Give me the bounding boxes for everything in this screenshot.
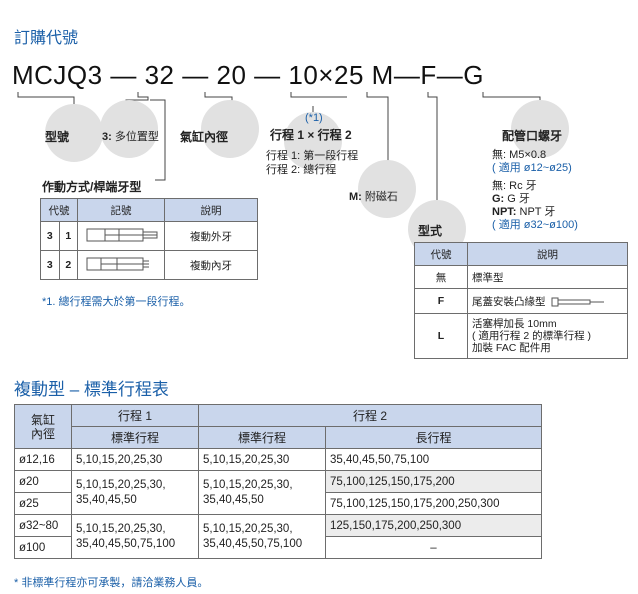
- model-code-port: G: [463, 60, 484, 90]
- order-code-title: 訂購代號: [14, 30, 79, 47]
- port-rc: Rc 牙: [506, 180, 537, 192]
- model-label: 型號: [45, 130, 70, 144]
- bore-circle: [201, 100, 259, 158]
- stroke-footnote: * 非標準行程亦可承製，請洽業務人員。: [14, 577, 209, 589]
- note-ref: (*1): [305, 112, 323, 124]
- table-row: L 活塞桿加長 10mm ( 適用行程 2 的標準行程 ) 加裝 FAC 配件用: [414, 313, 628, 359]
- position-circle: [100, 100, 158, 158]
- type-table: 代號 說明 無 標準型 F 尾蓋安裝凸緣型 L 活塞桿加長 10mm ( 適用行…: [414, 242, 628, 359]
- table-row: 無 標準型: [414, 265, 628, 289]
- model-code-type: F: [420, 60, 437, 90]
- bore-label: 氣缸內徑: [180, 130, 229, 144]
- model-code-bore: 32: [144, 60, 175, 90]
- action-header-symbol: 記號: [77, 198, 165, 222]
- stroke-table: 氣缸 內徑 行程 1 行程 2 標準行程 標準行程 長行程 ø12,16 5,1…: [14, 404, 542, 559]
- model-code-series: MCJQ3: [12, 60, 103, 90]
- stroke-circle: [284, 112, 342, 170]
- type-title: 型式: [418, 224, 443, 238]
- port-circle: [511, 100, 569, 158]
- port-npt-note: ( 適用 ø32~ø100): [492, 219, 578, 231]
- table-row: 3 2 複動內牙: [40, 250, 258, 280]
- model-code-stroke: 10×25: [288, 60, 364, 90]
- position-label: 多位置型: [114, 131, 159, 143]
- stroke-title: 行程 1 × 行程 2: [270, 128, 352, 142]
- table-row: F 尾蓋安裝凸緣型: [414, 288, 628, 314]
- action-header-code: 代號: [40, 198, 78, 222]
- cylinder-symbol-icon: [86, 228, 158, 241]
- type-header-code: 代號: [414, 242, 468, 266]
- table-row: ø100 –: [14, 536, 542, 559]
- model-code-magnet: M: [371, 60, 394, 90]
- stroke-line2: 行程 2: 總行程: [266, 164, 337, 176]
- port-m5-note: ( 適用 ø12~ø25): [492, 162, 572, 174]
- model-code: MCJQ3 — 32 — 20 — 10×25 M—F—G: [12, 60, 484, 90]
- stroke1-header: 行程 1: [71, 404, 199, 427]
- port-g: G 牙: [504, 193, 530, 205]
- magnet-label: 附磁石: [364, 191, 398, 203]
- cylinder-symbol-icon: [86, 257, 149, 270]
- model-circle: [45, 104, 103, 162]
- action-table: 代號 記號 說明 3 1 複動外牙 3 2: [40, 198, 258, 280]
- note-1: *1. 總行程需大於第一段行程。: [42, 296, 191, 308]
- table-row: ø20 5,10,15,20,25,30, 35,40,45,50 5,10,1…: [14, 470, 542, 515]
- rod-male-thread-symbol: [77, 221, 165, 251]
- magnet-circle: [358, 160, 416, 218]
- port-title: 配管口螺牙: [502, 129, 563, 143]
- table-row: ø32~80 5,10,15,20,25,30, 35,40,45,50,75,…: [14, 514, 542, 559]
- stroke-section-title: 複動型 – 標準行程表: [14, 380, 169, 399]
- table-row: 3 1 複動外牙: [40, 221, 258, 251]
- type-header-desc: 說明: [467, 242, 628, 266]
- stroke2-header: 行程 2: [198, 404, 542, 427]
- model-code-action: 20: [216, 60, 247, 90]
- bore-header: 氣缸 內徑: [14, 404, 72, 449]
- flange-symbol-icon: [551, 297, 605, 307]
- stroke-line1: 行程 1: 第一段行程: [266, 150, 359, 162]
- port-m5: M5×0.8: [506, 149, 547, 161]
- rod-female-thread-symbol: [77, 250, 165, 280]
- action-title: 作動方式/桿端牙型: [42, 180, 142, 194]
- action-header-desc: 說明: [164, 198, 258, 222]
- port-npt: NPT 牙: [516, 206, 556, 218]
- table-row: ø12,16 5,10,15,20,25,30 5,10,15,20,25,30…: [14, 448, 542, 471]
